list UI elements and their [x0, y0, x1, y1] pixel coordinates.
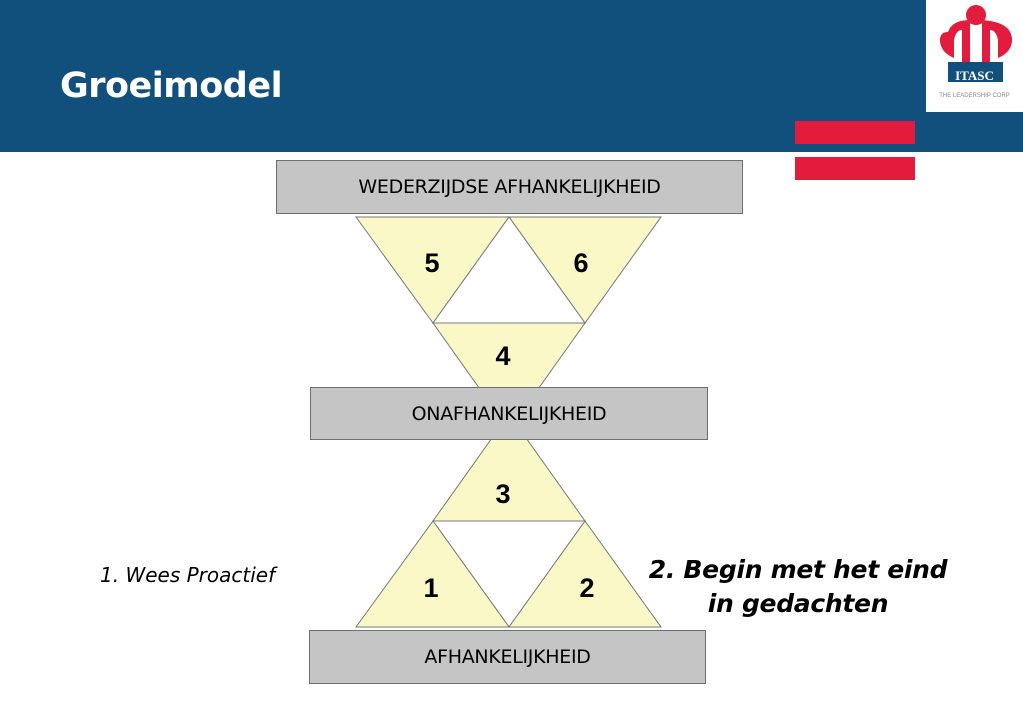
- triangle-label-5: 5: [424, 248, 439, 278]
- logo-name: ITASC: [955, 68, 994, 83]
- habit-2-label: 2. Begin met het eind in gedachten: [648, 553, 948, 621]
- level-box-dependence: AFHANKELIJKHEID: [309, 630, 706, 684]
- page-title: Groeimodel: [60, 66, 283, 106]
- header-banner: Groeimodel: [0, 0, 1023, 152]
- itasc-logo: ITASC THE LEADERSHIP CORP: [926, 0, 1023, 112]
- logo-name-plate: [948, 62, 1003, 82]
- level-box-independence: ONAFHANKELIJKHEID: [310, 387, 708, 440]
- habit-1-label: 1. Wees Proactief: [100, 563, 276, 587]
- triangle-4: [432, 322, 586, 431]
- accent-bar-bottom: [795, 157, 915, 180]
- habit-2-line-2: in gedachten: [707, 589, 889, 618]
- accent-bar-top: [795, 121, 915, 144]
- triangle-label-6: 6: [573, 248, 588, 278]
- logo-emblem-icon: [940, 5, 1012, 66]
- triangle-1: [355, 520, 510, 628]
- triangle-label-2: 2: [579, 573, 594, 603]
- habit-2-line-1: 2. Begin met het eind: [648, 555, 948, 584]
- triangle-label-4: 4: [495, 341, 510, 371]
- triangle-label-3: 3: [495, 479, 510, 509]
- logo-tagline: THE LEADERSHIP CORP: [939, 93, 1010, 99]
- triangle-label-1: 1: [423, 573, 438, 603]
- level-box-interdependence: WEDERZIJDSE AFHANKELIJKHEID: [276, 160, 743, 214]
- triangle-2: [508, 520, 662, 628]
